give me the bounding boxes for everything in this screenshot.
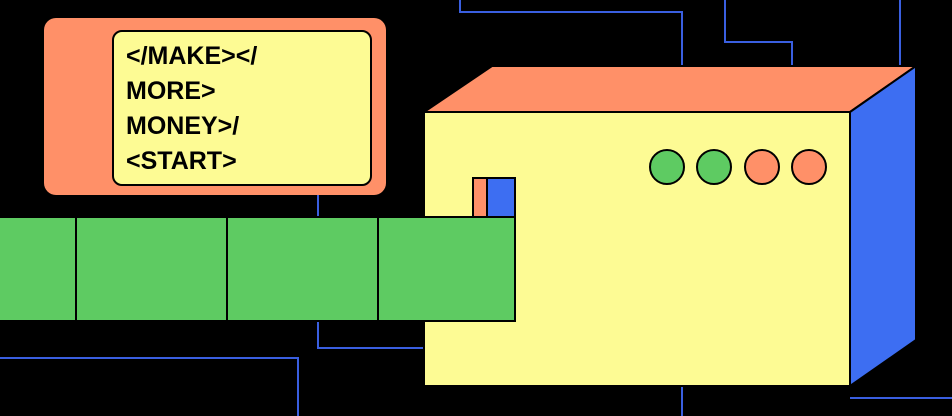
circuit-line <box>459 0 683 65</box>
circuit-line <box>317 320 425 349</box>
slot-orange <box>472 177 488 218</box>
code-line-1: </MAKE></ <box>126 42 257 70</box>
machine-slot <box>472 177 516 218</box>
indicator-lights <box>649 149 827 185</box>
conveyor-segment <box>226 216 379 322</box>
indicator-light <box>696 149 732 185</box>
indicator-light <box>791 149 827 185</box>
slot-blue <box>486 177 516 218</box>
conveyor-segment <box>75 216 228 322</box>
sign-screen <box>112 30 372 186</box>
code-sign: </MAKE></ MORE> MONEY>/ <START> <box>44 18 386 195</box>
code-line-4: <START> <box>126 147 237 175</box>
machine-top <box>423 65 917 113</box>
conveyor-segment <box>0 216 77 322</box>
code-line-3: MONEY>/ <box>126 112 239 140</box>
code-line-2: MORE> <box>126 77 216 105</box>
circuit-line <box>724 0 793 65</box>
indicator-light <box>744 149 780 185</box>
conveyor-segment <box>377 216 516 322</box>
conveyor-belt <box>0 216 516 322</box>
machine-side <box>849 65 917 387</box>
indicator-light <box>649 149 685 185</box>
circuit-line <box>0 357 299 416</box>
